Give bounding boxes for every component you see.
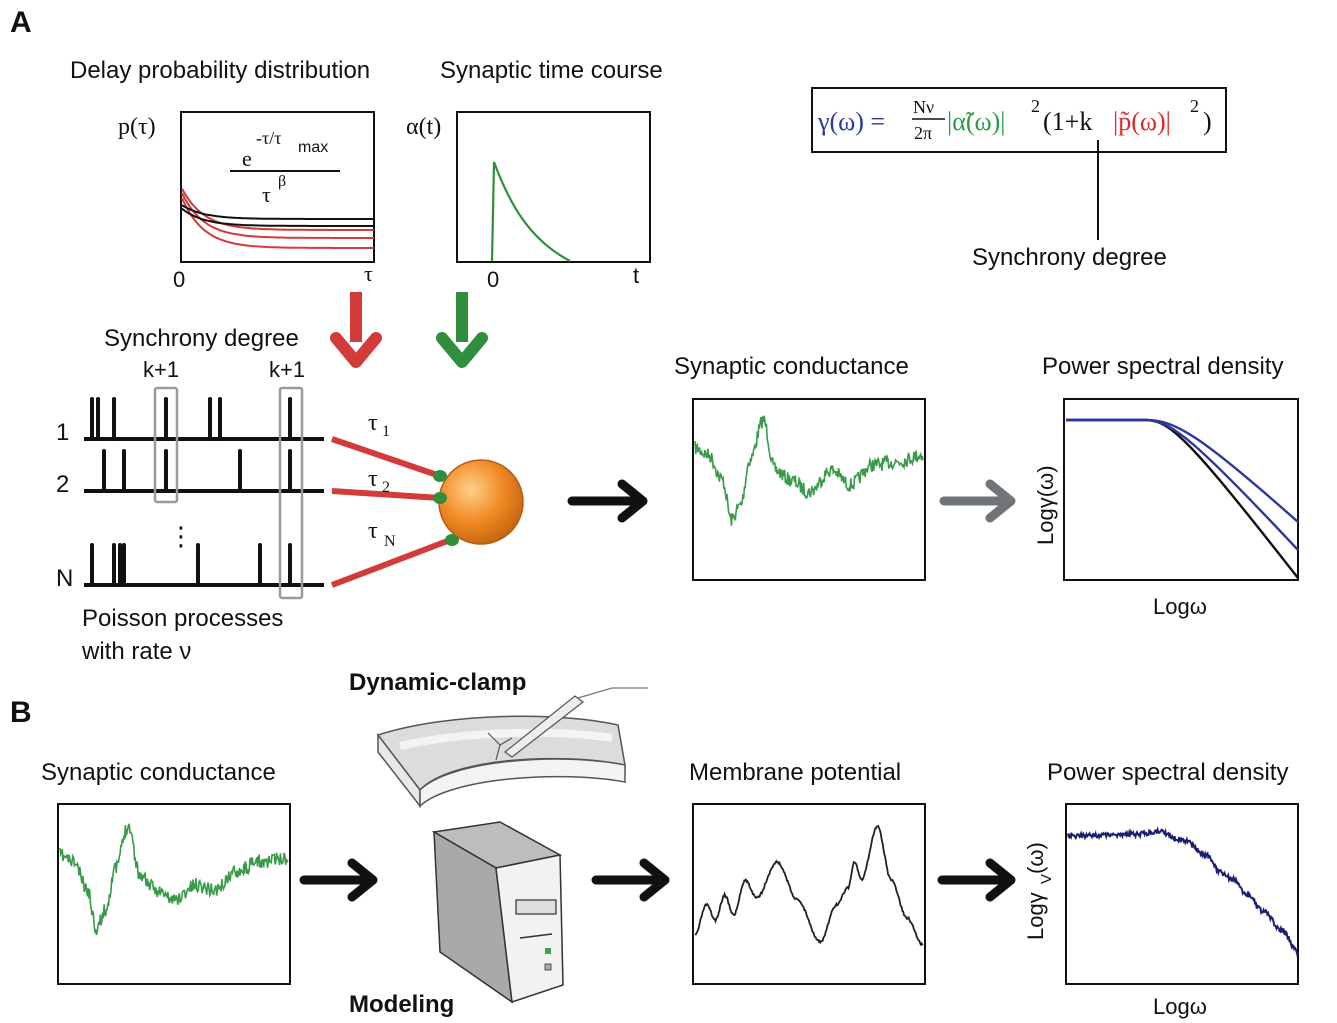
delay-tau1-sub: 1 (382, 423, 390, 440)
psd-a-ylabel: Logγ(ω) (1033, 465, 1058, 545)
modeling-label: Modeling (349, 991, 454, 1018)
membrane-title: Membrane potential (689, 759, 901, 786)
alpha-kernel-curve (490, 161, 571, 262)
poisson-caption-line2: with rate ν (81, 638, 191, 665)
synapse-1 (433, 470, 447, 482)
membrane-frame (692, 803, 926, 985)
sync-box-left (153, 386, 179, 504)
equation-exp-b: 2 (1190, 96, 1199, 116)
psd-a-curve-black (1066, 418, 1299, 579)
formula-num-exp: -τ/τ (256, 128, 281, 148)
conductance-a-title: Synaptic conductance (674, 353, 909, 380)
delay-plot-frame (180, 111, 375, 263)
arrow-to-membrane (591, 858, 670, 902)
equation-annotation: Synchrony degree (972, 244, 1167, 271)
psd-b-curve (1067, 826, 1299, 958)
psd-b-ylabel-sub: V (1038, 874, 1055, 884)
synaptic-time-title: Synaptic time course (440, 57, 663, 84)
row-label-1: 1 (56, 419, 69, 446)
psd-b-ylabel: Logγ V (ω) (1023, 842, 1055, 940)
equation-alpha-term: |α̃(ω)| (947, 107, 1005, 136)
k-plus-1-label-right: k+1 (269, 357, 305, 382)
delay-taun-sub: N (384, 533, 396, 550)
formula-den-exp: β (278, 173, 286, 190)
k-plus-1-label-left: k+1 (143, 357, 179, 382)
equation-lhs: γ(ω) = (817, 107, 885, 136)
delay-line-1 (331, 436, 441, 479)
brain-slice-sketch (376, 687, 648, 809)
delay-xend: τ (364, 261, 373, 286)
formula-num-sub: max (298, 139, 328, 156)
membrane-trace (694, 824, 924, 947)
formula-num-base: e (242, 146, 252, 171)
equation-paren-open: (1+k (1043, 107, 1092, 136)
row-label-2: 2 (56, 471, 69, 498)
delay-distribution-title: Delay probability distribution (70, 57, 370, 84)
delay-taun-base: τ (368, 518, 378, 544)
delay-curve (181, 207, 374, 227)
equation-p-term: |p̃(ω)| (1113, 107, 1171, 136)
sync-box-right (278, 386, 304, 600)
psd-b-frame (1065, 803, 1299, 985)
computer-icon (431, 821, 564, 1004)
red-down-arrow (330, 292, 382, 368)
pipette-icon (504, 695, 584, 758)
poisson-caption-line1: Poisson processes (82, 605, 283, 632)
spike-raster (84, 397, 324, 587)
conductance-b-trace (59, 823, 289, 936)
formula-den-base: τ (262, 182, 271, 207)
delay-x0: 0 (173, 267, 185, 292)
delay-curve (181, 197, 374, 249)
psd-b-title: Power spectral density (1047, 759, 1288, 786)
arrow-to-psd-b (937, 858, 1016, 902)
synaptic-time-x0: 0 (487, 267, 499, 292)
arrow-to-methods (299, 858, 378, 902)
equation-paren-close: ) (1203, 107, 1212, 136)
gray-arrow (939, 479, 1016, 523)
equation-frac-den: 2π (914, 123, 932, 143)
delay-line-n (330, 537, 452, 588)
conductance-a-frame (692, 398, 926, 581)
psd-a-title: Power spectral density (1042, 353, 1283, 380)
delay-curves (181, 188, 374, 249)
equation: γ(ω) = Nν 2π |α̃(ω)| 2 (1+k |p̃(ω)| 2 ) (817, 96, 1212, 143)
delay-curve (181, 192, 374, 239)
delay-line-2 (331, 488, 441, 501)
row-label-n: N (56, 565, 73, 592)
panel-b-letter: B (10, 696, 32, 729)
delay-tau2-base: τ (368, 466, 378, 492)
psd-b-xlabel: Logω (1153, 994, 1207, 1019)
delay-tau1-base: τ (368, 410, 378, 436)
delay-tau2-sub: 2 (382, 479, 390, 496)
synaptic-time-ylabel: α(t) (406, 114, 441, 140)
psd-a-curve-blue-top (1066, 418, 1299, 523)
green-down-arrow (436, 292, 488, 368)
delay-ylabel: p(τ) (118, 114, 156, 140)
psd-b-ylabel-tail: (ω) (1023, 842, 1048, 874)
delay-curve (181, 204, 374, 220)
panel-a-letter: A (10, 6, 32, 39)
delay-curve (181, 188, 374, 231)
raster-ellipsis: ⋮ (168, 521, 194, 551)
equation-frac-num: Nν (913, 97, 934, 117)
psd-a-frame (1063, 398, 1299, 581)
synapse-2 (433, 492, 447, 504)
synaptic-time-frame (456, 111, 651, 263)
conductance-b-frame (57, 803, 291, 985)
psd-b-ylabel-base: Logγ (1023, 892, 1048, 940)
psd-a-xlabel: Logω (1153, 594, 1207, 619)
conductance-b-title: Synaptic conductance (41, 759, 276, 786)
synaptic-time-xend: t (633, 263, 639, 288)
arrow-to-conductance (567, 479, 648, 523)
neuron-soma (438, 459, 524, 545)
conductance-a-trace (694, 415, 924, 526)
synchrony-degree-label: Synchrony degree (104, 325, 299, 352)
equation-box (811, 87, 1227, 153)
equation-exp-a: 2 (1031, 96, 1040, 116)
synapse-n (445, 534, 459, 546)
dynamic-clamp-label: Dynamic-clamp (349, 669, 526, 696)
